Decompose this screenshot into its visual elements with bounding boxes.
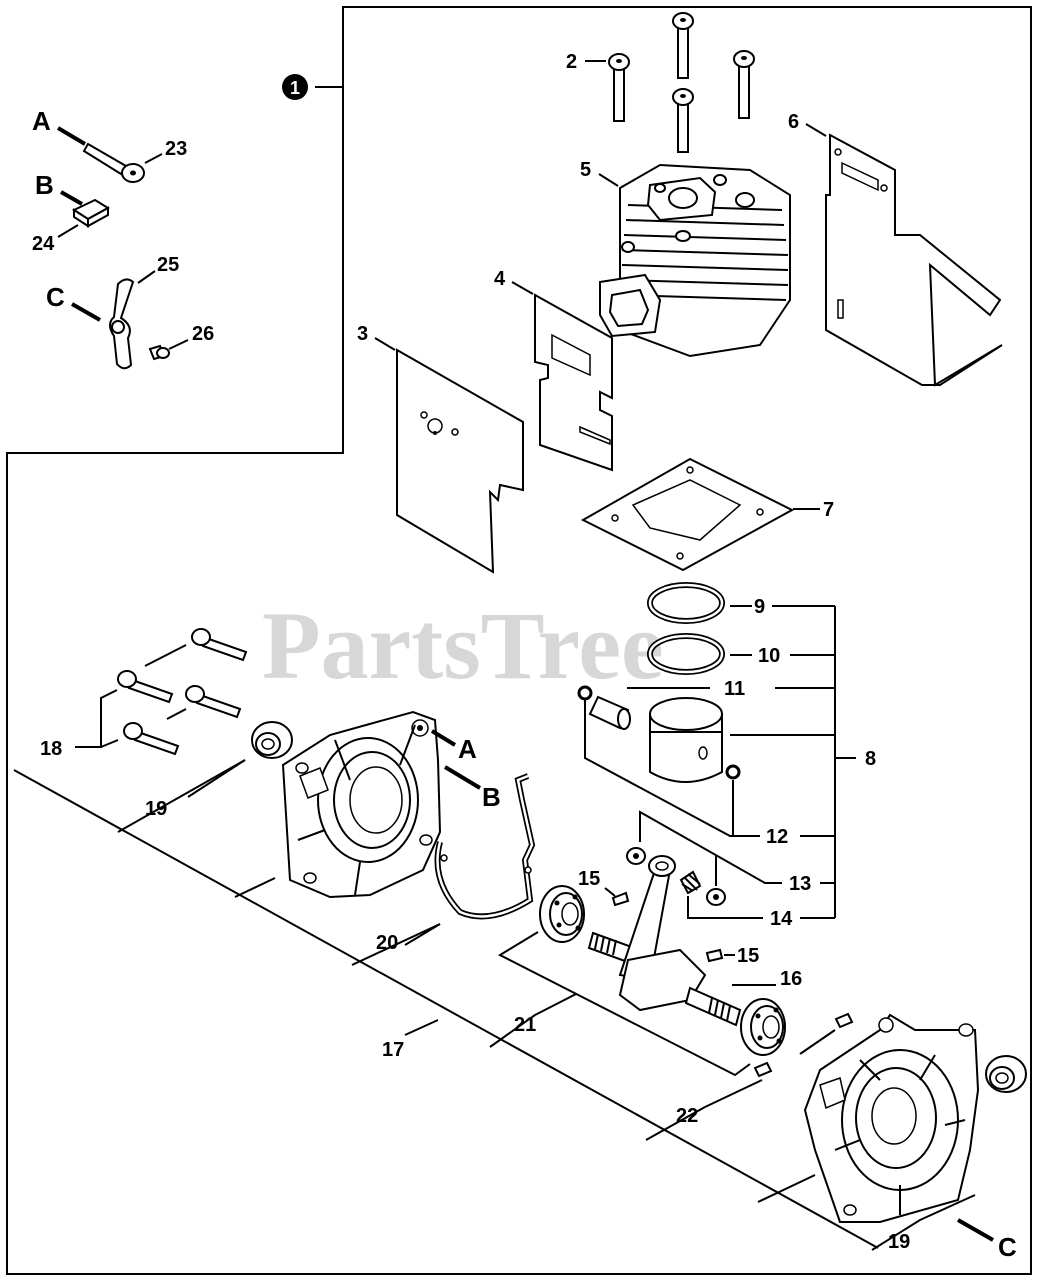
- label-19-lower[interactable]: 19: [888, 1231, 910, 1253]
- bracket-18: [75, 644, 187, 748]
- label-11[interactable]: 11: [724, 678, 745, 700]
- gasket-3[interactable]: [396, 348, 524, 574]
- label-17[interactable]: 17: [382, 1039, 404, 1061]
- needle-cage-15b[interactable]: [705, 948, 724, 963]
- label-12[interactable]: 12: [766, 826, 788, 848]
- label-14[interactable]: 14: [770, 908, 793, 930]
- label-8[interactable]: 8: [865, 748, 876, 770]
- clamp-25[interactable]: [109, 278, 135, 370]
- assembly-callout[interactable]: 1: [282, 74, 308, 100]
- diagram-frame: [6, 6, 1032, 1275]
- label-25[interactable]: 25: [157, 254, 179, 276]
- crankshaft-16[interactable]: [587, 855, 742, 1027]
- label-15-lower[interactable]: 15: [737, 945, 759, 967]
- gasket-7[interactable]: [580, 457, 795, 572]
- callout-c[interactable]: C: [998, 1232, 1017, 1262]
- label-10[interactable]: 10: [758, 645, 780, 667]
- washer-13[interactable]: [626, 847, 726, 906]
- callout-a-leader: [56, 126, 87, 146]
- label-15-upper[interactable]: 15: [578, 868, 600, 890]
- screw-23[interactable]: [82, 142, 145, 183]
- label-3[interactable]: 3: [357, 323, 368, 345]
- label-26[interactable]: 26: [192, 323, 214, 345]
- needle-cage-15a[interactable]: [611, 891, 630, 907]
- label-13[interactable]: 13: [789, 873, 811, 895]
- piston-ring-9[interactable]: [647, 582, 725, 624]
- svg-text:1: 1: [290, 78, 300, 98]
- inset-kit: A 23 B 24 25 C 26: [32, 106, 214, 370]
- shroud-6[interactable]: [825, 133, 1003, 387]
- bracket-8: [584, 605, 856, 919]
- circlip-12[interactable]: [577, 685, 741, 780]
- seal-19-upper[interactable]: [251, 721, 293, 759]
- ball-bearing-21-left[interactable]: [539, 885, 585, 943]
- label-5[interactable]: 5: [580, 159, 591, 181]
- label-4[interactable]: 4: [494, 268, 506, 290]
- nut-24[interactable]: [71, 198, 110, 228]
- cylinder-5[interactable]: [599, 163, 791, 358]
- callout-b-inset[interactable]: B: [35, 170, 54, 200]
- ball-bearing-21-right[interactable]: [740, 998, 786, 1056]
- dowel-pins-22[interactable]: [753, 1012, 854, 1078]
- label-21[interactable]: 21: [514, 1014, 536, 1036]
- callout-a-inset[interactable]: A: [32, 106, 51, 136]
- piston-ring-10[interactable]: [647, 633, 725, 675]
- label-23[interactable]: 23: [165, 138, 187, 160]
- piston-pin-11[interactable]: [588, 695, 631, 730]
- label-20[interactable]: 20: [376, 932, 398, 954]
- crankcase-left[interactable]: [281, 710, 442, 899]
- piston[interactable]: [649, 697, 723, 783]
- gasket-4[interactable]: [534, 293, 613, 472]
- label-19-upper[interactable]: 19: [145, 798, 167, 820]
- watermark: PartsTree: [262, 592, 664, 699]
- bracket-21: [497, 931, 751, 1077]
- seal-19-lower[interactable]: [985, 1055, 1027, 1093]
- label-18[interactable]: 18: [40, 738, 62, 760]
- label-24[interactable]: 24: [32, 233, 55, 255]
- gasket-20[interactable]: [434, 773, 536, 920]
- callout-c-inset[interactable]: C: [46, 282, 65, 312]
- label-7[interactable]: 7: [823, 499, 834, 521]
- screw-26[interactable]: [148, 344, 170, 361]
- crankcase-right[interactable]: [803, 1013, 980, 1223]
- label-6[interactable]: 6: [788, 111, 799, 133]
- bolts-18[interactable]: [117, 628, 248, 756]
- bracket-17: [13, 759, 879, 1249]
- label-9[interactable]: 9: [754, 596, 765, 618]
- callout-a[interactable]: A: [458, 734, 477, 764]
- label-16[interactable]: 16: [780, 968, 802, 990]
- bearing-14[interactable]: [679, 870, 702, 895]
- callout-b[interactable]: B: [482, 782, 501, 812]
- label-2[interactable]: 2: [566, 51, 577, 73]
- cylinder-screws[interactable]: [608, 12, 755, 153]
